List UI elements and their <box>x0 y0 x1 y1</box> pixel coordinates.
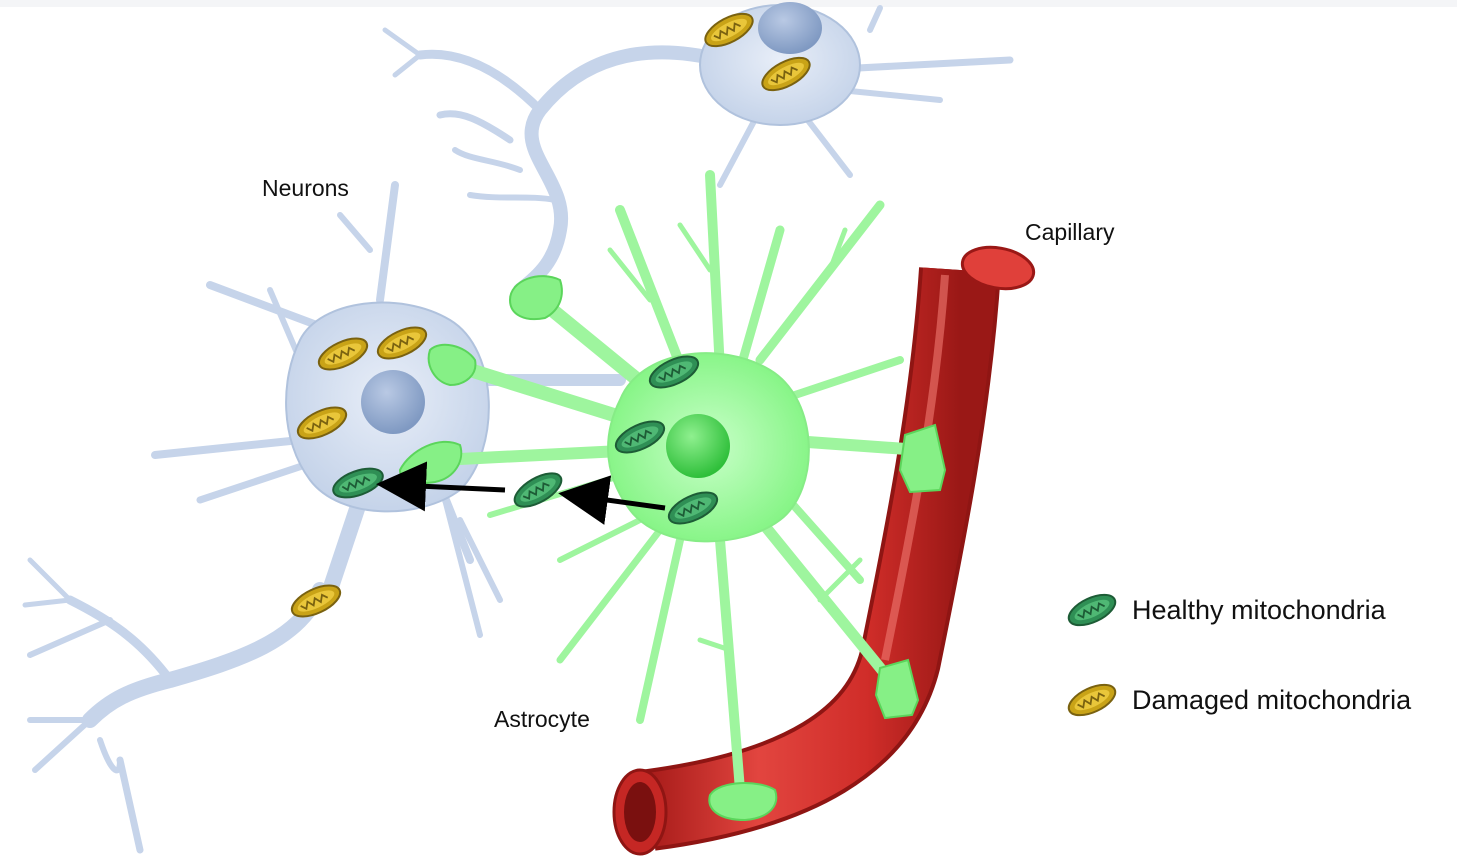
astrocyte-nucleus <box>666 414 730 478</box>
neuron-bottom-tree <box>25 560 320 850</box>
astrocyte-label: Astrocyte <box>494 706 590 733</box>
neurons-label: Neurons <box>262 175 349 202</box>
healthy-mitochondria-icon <box>1064 590 1120 630</box>
legend-damaged-label: Damaged mitochondria <box>1132 685 1411 716</box>
damaged-mitochondria-icon <box>1064 680 1120 720</box>
neuron-middle-nucleus <box>361 370 425 434</box>
neuron-top-nucleus <box>758 2 822 54</box>
healthy-mitochondrion <box>509 467 566 514</box>
legend-damaged: Damaged mitochondria <box>1064 680 1411 720</box>
legend-healthy-label: Healthy mitochondria <box>1132 595 1386 626</box>
capillary-label: Capillary <box>1025 219 1114 246</box>
legend-healthy: Healthy mitochondria <box>1064 590 1386 630</box>
